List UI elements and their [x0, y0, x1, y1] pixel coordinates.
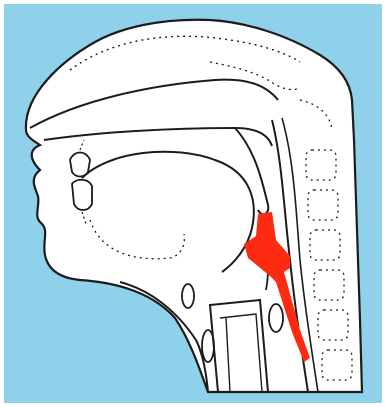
lower-teeth — [72, 180, 92, 210]
upper-teeth — [70, 153, 90, 177]
